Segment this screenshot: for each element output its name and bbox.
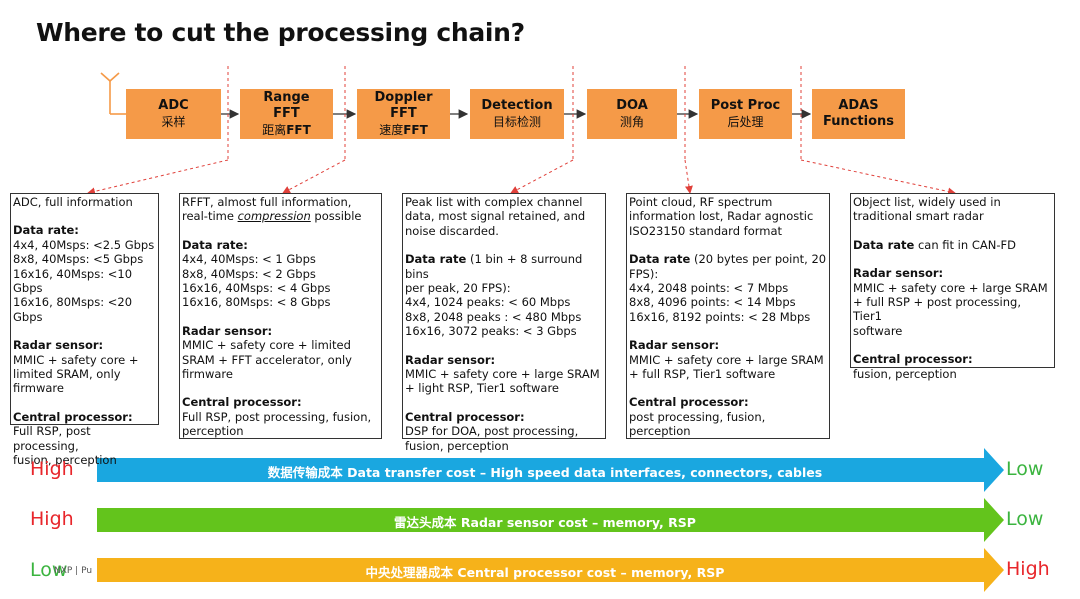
- cut-lines: [87, 66, 956, 196]
- stage-adas-functions: ADAS Functions: [812, 89, 905, 139]
- cost-arrow-2: [97, 498, 1004, 542]
- cost-arrow-3: [97, 548, 1004, 592]
- stage-doa: DOA 测角: [587, 89, 677, 139]
- cut-box-doa: Point cloud, RF spectrum information los…: [626, 193, 830, 439]
- stage-doppler-fft: Doppler FFT 速度FFT: [357, 89, 450, 139]
- cut-box-post-proc: Object list, widely used in traditional …: [850, 193, 1055, 381]
- cost-3-right-label: High: [1006, 558, 1050, 580]
- stage-adc: ADC 采样: [126, 89, 221, 139]
- stage-range-fft: Range FFT 距离FFT: [240, 89, 333, 139]
- cost-1-text: 数据传输成本 Data transfer cost – High speed d…: [267, 465, 823, 480]
- cost-1-right-label: Low: [1006, 458, 1044, 480]
- cut-box-detection: Peak list with complex channel data, mos…: [402, 193, 606, 453]
- cost-2-text: 雷达头成本 Radar sensor cost – memory, RSP: [394, 515, 696, 530]
- cut-box-range-fft: RFFT, almost full information, real-time…: [179, 193, 382, 439]
- cost-2-right-label: Low: [1006, 508, 1044, 530]
- cost-2-left-label: High: [30, 508, 74, 530]
- cost-3-left-label: Low: [30, 559, 68, 581]
- stage-detection: Detection 目标检测: [470, 89, 564, 139]
- page-title: Where to cut the processing chain?: [36, 18, 525, 47]
- antenna-icon: [100, 72, 126, 115]
- cost-1-left-label: High: [30, 458, 74, 480]
- stage-post-proc: Post Proc 后处理: [699, 89, 792, 139]
- cost-arrow-1: [97, 448, 1004, 492]
- cost-3-text: 中央处理器成本 Central processor cost – memory,…: [365, 565, 725, 580]
- footer-logo-text: NXP | Pu: [54, 566, 93, 576]
- cut-box-adc: ADC, full information Data rate: 4x4, 40…: [10, 193, 159, 467]
